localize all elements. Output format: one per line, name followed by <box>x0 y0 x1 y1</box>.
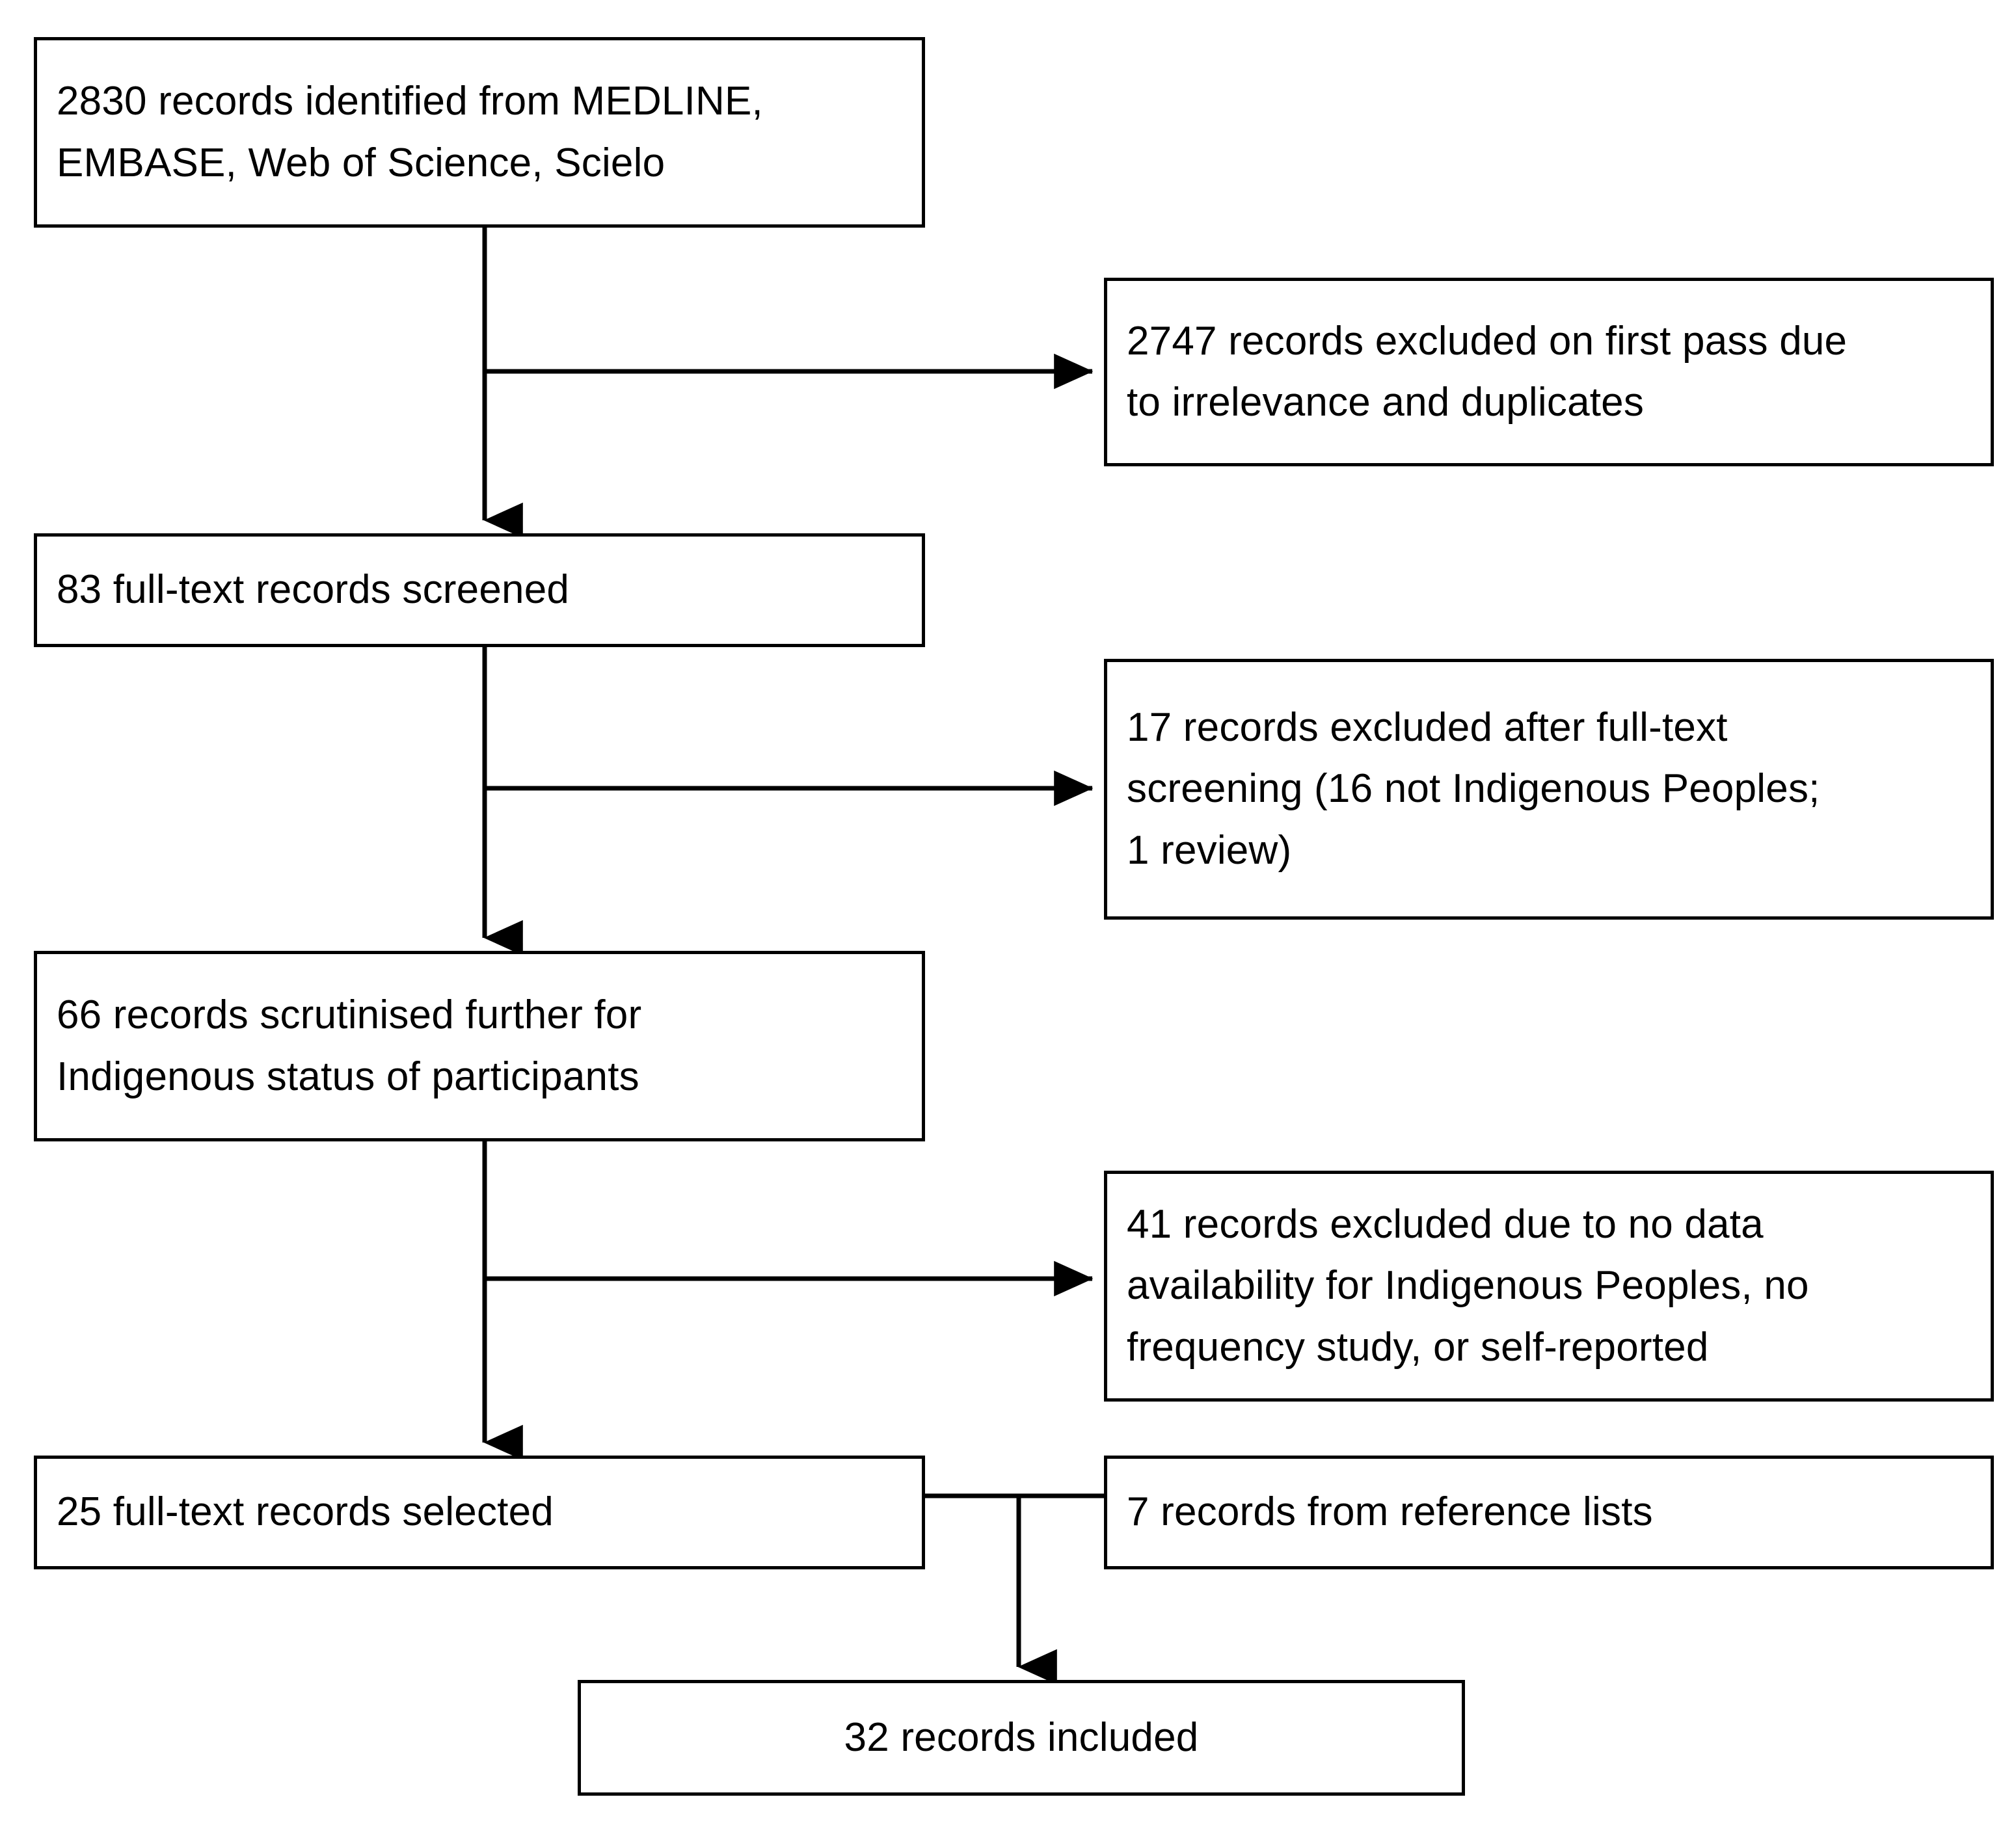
node-records-identified-label: 2830 records identified from MEDLINE, EM… <box>57 79 763 185</box>
node-records-excluded-no-data: 41 records excluded due to no data avail… <box>1104 1171 1994 1402</box>
node-records-from-reference-lists-label: 7 records from reference lists <box>1127 1489 1653 1535</box>
node-records-selected-label: 25 full-text records selected <box>57 1489 554 1535</box>
node-records-excluded-first-pass-label: 2747 records excluded on first pass due … <box>1127 318 1848 425</box>
node-records-excluded-first-pass: 2747 records excluded on first pass due … <box>1104 278 1994 466</box>
node-records-included-label: 32 records included <box>844 1714 1199 1760</box>
node-records-excluded-full-text-label: 17 records excluded after full-text scre… <box>1127 705 1820 873</box>
node-records-screened-label: 83 full-text records screened <box>57 567 570 613</box>
node-records-excluded-full-text: 17 records excluded after full-text scre… <box>1104 659 1994 920</box>
node-records-selected: 25 full-text records selected <box>34 1456 925 1569</box>
node-records-included: 32 records included <box>578 1680 1465 1796</box>
node-records-scrutinised-label: 66 records scrutinised further for Indig… <box>57 992 642 1099</box>
node-records-identified: 2830 records identified from MEDLINE, EM… <box>34 37 925 228</box>
node-records-scrutinised: 66 records scrutinised further for Indig… <box>34 951 925 1141</box>
node-records-from-reference-lists: 7 records from reference lists <box>1104 1456 1994 1569</box>
node-records-excluded-no-data-label: 41 records excluded due to no data avail… <box>1127 1202 1809 1370</box>
node-records-screened: 83 full-text records screened <box>34 533 925 647</box>
